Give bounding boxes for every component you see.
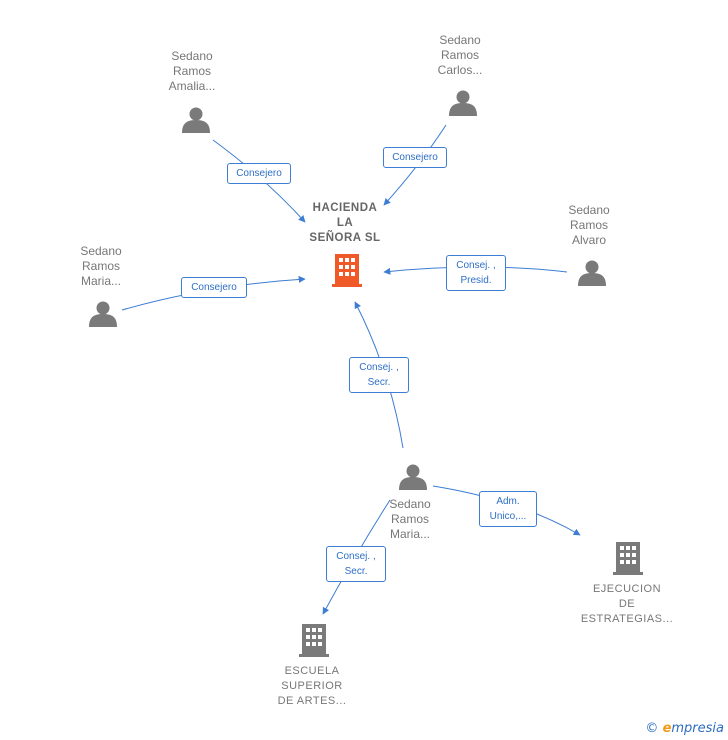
person-label-maria-left[interactable]: Sedano Ramos Maria... — [80, 244, 122, 288]
building-icon[interactable] — [613, 542, 643, 575]
building-icon-main[interactable] — [332, 254, 362, 287]
brand-name: mpresia — [671, 721, 724, 736]
copyright-icon: © — [645, 721, 659, 736]
person-icon[interactable] — [182, 107, 210, 134]
brand-logo: © empresia — [645, 721, 724, 736]
company-label-ejecucion[interactable]: EJECUCION DE ESTRATEGIAS... — [580, 583, 674, 625]
person-label-carlos[interactable]: Sedano Ramos Carlos... — [437, 33, 483, 77]
edge-label-maria-bottom-escuela: Consej. , Secr. — [326, 546, 386, 582]
company-label-main[interactable]: HACIENDA LA SEÑORA SL — [309, 202, 381, 244]
edge-label-alvaro: Consej. , Presid. — [446, 255, 506, 291]
brand-e: e — [662, 721, 672, 736]
person-label-maria-bottom[interactable]: Sedano Ramos Maria... — [389, 497, 431, 541]
edge-label-amalia: Consejero — [227, 163, 291, 184]
building-icon[interactable] — [299, 624, 329, 657]
person-label-alvaro[interactable]: Sedano Ramos Alvaro — [568, 203, 610, 247]
person-icon[interactable] — [449, 90, 477, 117]
person-label-amalia[interactable]: Sedano Ramos Amalia... — [168, 49, 216, 93]
person-icon[interactable] — [89, 301, 117, 328]
edge-label-maria-bottom-center: Consej. , Secr. — [349, 357, 409, 393]
edge-label-maria-left: Consejero — [181, 277, 247, 298]
person-icon[interactable] — [578, 260, 606, 287]
company-label-escuela[interactable]: ESCUELA SUPERIOR DE ARTES... — [277, 665, 347, 707]
person-icon[interactable] — [399, 464, 427, 491]
edge-label-carlos: Consejero — [383, 147, 447, 168]
edge-label-maria-bottom-ejecucion: Adm. Unico,... — [479, 491, 537, 527]
